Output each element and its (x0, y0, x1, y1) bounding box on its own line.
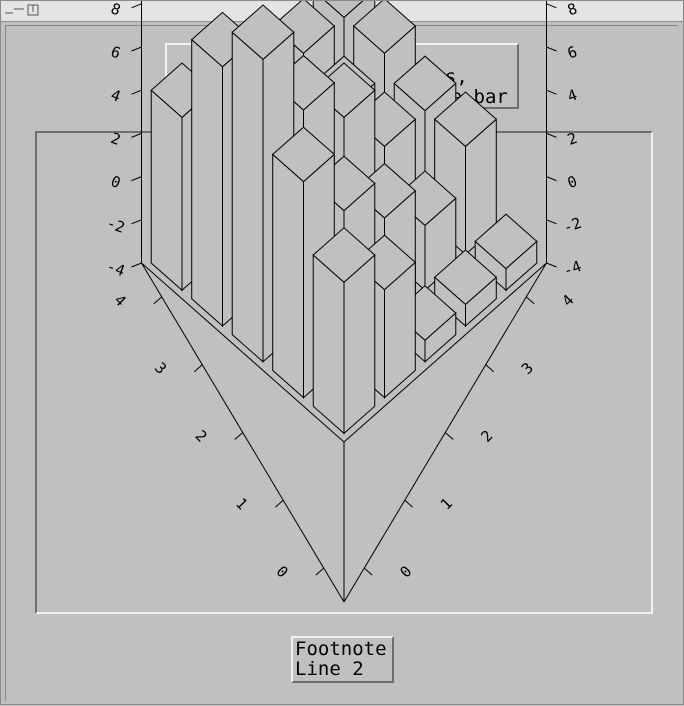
z-tick-label-left: -4 (104, 257, 127, 280)
z-tick-label-right: -2 (561, 214, 584, 237)
z-tick-mark-right (546, 219, 557, 225)
bar-top (271, 126, 336, 183)
bar-face-left (231, 31, 264, 363)
z-tick-label-left: 2 (108, 129, 123, 149)
z-tick-mark-right (546, 262, 557, 268)
bar-top (433, 249, 498, 306)
bar-top (231, 4, 295, 61)
y-tick-label: 0 (396, 562, 415, 581)
y-tick-label: 4 (558, 291, 577, 310)
bar-top (474, 213, 538, 270)
bar-top (393, 55, 457, 112)
x-tick-mark (274, 499, 284, 508)
z-tick-label-left: 4 (108, 86, 123, 106)
bar-face-left (150, 89, 183, 292)
z-tick-label-right: -4 (561, 257, 584, 280)
window-menu-icon[interactable] (4, 4, 40, 17)
z-tick-mark-right (546, 46, 557, 52)
z-tick-mark-left (131, 89, 142, 95)
y-tick-mark (525, 296, 535, 305)
bar-top (312, 227, 376, 283)
footnote-line-1: Footnote (295, 638, 387, 660)
x-tick-label: 2 (192, 427, 211, 446)
footnote-line-2: Line 2 (295, 658, 364, 680)
x-tick-mark (234, 432, 244, 440)
y-tick-label: 2 (477, 427, 496, 446)
y-tick-label: 1 (437, 494, 456, 513)
floor-x-axis-line (141, 262, 345, 443)
z-tick-mark-right (546, 89, 557, 95)
bar-face-left (272, 153, 304, 399)
z-tick-label-right: 8 (565, 1, 580, 19)
z-tick-label-right: 0 (565, 172, 580, 192)
bar-face-left (312, 253, 345, 435)
z-tick-mark-right (546, 3, 557, 9)
bar-face-right (343, 253, 376, 435)
x-tick-mark (153, 296, 163, 305)
z-tick-mark-left (131, 262, 142, 268)
z-tick-mark-right (546, 132, 557, 138)
z-tick-label-left: 6 (108, 43, 123, 63)
footnote-box: Footnote Line 2 (291, 636, 394, 683)
bar-top (433, 91, 498, 148)
x-tick-mark (193, 364, 203, 373)
x-tick-label: 1 (232, 494, 251, 513)
z-tick-label-left: -2 (104, 214, 127, 237)
z-tick-mark-left (131, 219, 142, 225)
z-tick-mark-left (131, 132, 142, 138)
x-tick-mark (315, 567, 325, 576)
z-tick-mark-right (546, 176, 557, 182)
z-tick-label-right: 4 (565, 86, 580, 106)
z-tick-label-right: 6 (565, 43, 580, 63)
y-tick-mark (485, 364, 495, 373)
z-tick-mark-left (131, 176, 142, 182)
y-tick-mark (363, 567, 373, 576)
floor-y-axis-line (343, 262, 547, 443)
y-tick-label: 3 (518, 359, 537, 378)
z-tick-mark-left (131, 46, 142, 52)
bar-top (352, 1, 417, 54)
z-tick-label-left: 8 (108, 1, 123, 19)
y-tick-mark (444, 432, 454, 440)
z-tick-mark-left (131, 3, 142, 9)
z-tick-label-right: 2 (565, 129, 580, 149)
bar-top (324, 1, 364, 19)
z-tick-label-left: 0 (108, 172, 123, 192)
x-tick-label: 4 (111, 291, 130, 310)
x-tick-label: 0 (273, 562, 292, 581)
x-tick-label: 3 (151, 359, 170, 378)
bar-face-left (191, 38, 223, 328)
y-tick-mark (404, 499, 414, 508)
